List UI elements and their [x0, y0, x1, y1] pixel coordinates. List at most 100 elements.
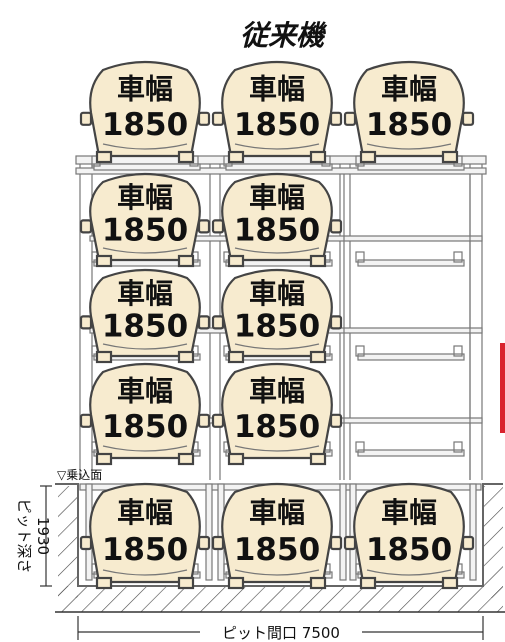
car-width-value: 1850 [234, 532, 320, 568]
car-width-label: 車幅 [117, 72, 173, 105]
car-mirror-left [79, 535, 93, 551]
car-body [221, 482, 333, 584]
car-body [89, 482, 201, 584]
car-wheel-left [95, 254, 113, 268]
car-mirror-right [197, 111, 211, 126]
car-bumper [102, 445, 188, 452]
car-wheel-left [359, 150, 377, 164]
car-mirror-left [79, 219, 93, 234]
car-width-value: 1850 [102, 213, 188, 249]
car-width-label: 車幅 [249, 374, 305, 407]
pit-depth-label: ピット深さ [15, 498, 33, 573]
car-mirror-right [329, 413, 343, 428]
car-body [89, 362, 201, 460]
car-width-label: 車幅 [249, 277, 305, 310]
car-mirror-right [197, 219, 211, 234]
car-body [221, 172, 333, 262]
car-width-label: 車幅 [249, 181, 305, 214]
car-body [89, 268, 201, 358]
car-body [221, 362, 333, 460]
car-wheel-right [177, 254, 195, 268]
car-wheel-left [95, 452, 113, 466]
pit-floor [58, 586, 503, 612]
frame-top-beam [75, 155, 487, 165]
clamp [355, 345, 365, 357]
car-mirror-right [197, 535, 211, 551]
car-mirror-left [343, 111, 357, 126]
car-mirror-right [329, 219, 343, 234]
pallet-rail [357, 353, 465, 361]
car-bumper [102, 343, 188, 350]
car-wheel-right [177, 150, 195, 164]
pallet-rail [93, 163, 201, 171]
clamp [355, 251, 365, 263]
car-wheel-left [95, 350, 113, 364]
car-bumper [102, 569, 188, 576]
car-wheel-right [441, 576, 459, 590]
car-mirror-left [79, 111, 93, 126]
car-width-label: 車幅 [249, 72, 305, 105]
car-wheel-left [227, 254, 245, 268]
car-width-value: 1850 [366, 107, 452, 143]
car-width-value: 1850 [102, 107, 188, 143]
car-mirror-left [211, 111, 225, 126]
car-wheel-left [227, 350, 245, 364]
car-bumper [234, 247, 320, 254]
car-mirror-right [461, 535, 475, 551]
car-body [89, 172, 201, 262]
car-mirror-right [197, 315, 211, 330]
car-wheel-left [95, 576, 113, 590]
car-mirror-left [343, 535, 357, 551]
pallet-rail [225, 163, 333, 171]
pit-post [469, 483, 477, 581]
car-mirror-left [211, 413, 225, 428]
car-wheel-right [309, 150, 327, 164]
pallet-rail [357, 259, 465, 267]
car-width-value: 1850 [102, 409, 188, 445]
car-wheel-right [177, 576, 195, 590]
boarding-surface-label: ▽乗込面 [57, 468, 102, 482]
car-wheel-left [227, 150, 245, 164]
car-wheel-right [177, 452, 195, 466]
pit-opening-label: ピット間口 7500 [222, 624, 340, 642]
accent-red-bar [500, 343, 505, 433]
car-bumper [234, 143, 320, 150]
car-mirror-right [461, 111, 475, 126]
car-mirror-left [79, 413, 93, 428]
car-width-label: 車幅 [117, 496, 173, 529]
car-body [353, 60, 465, 158]
car-body [89, 60, 201, 158]
pit-outline [55, 483, 503, 587]
car-bumper [234, 569, 320, 576]
car-width-value: 1850 [102, 532, 188, 568]
car-bumper [234, 343, 320, 350]
car-mirror-left [211, 219, 225, 234]
car-width-label: 車幅 [117, 277, 173, 310]
car-mirror-right [329, 535, 343, 551]
car-width-value: 1850 [234, 213, 320, 249]
car-body [353, 482, 465, 584]
clamp [453, 251, 463, 263]
car-bumper [234, 445, 320, 452]
clamp [453, 345, 463, 357]
car-width-label: 車幅 [117, 181, 173, 214]
car-mirror-left [79, 315, 93, 330]
car-wheel-right [309, 350, 327, 364]
pit-wall-right [483, 486, 503, 598]
pallet-rail [357, 163, 465, 171]
car-width-label: 車幅 [381, 72, 437, 105]
clamp [355, 441, 365, 453]
pallet-rail [357, 449, 465, 457]
car-wheel-right [309, 576, 327, 590]
car-mirror-left [211, 315, 225, 330]
car-bumper [102, 143, 188, 150]
